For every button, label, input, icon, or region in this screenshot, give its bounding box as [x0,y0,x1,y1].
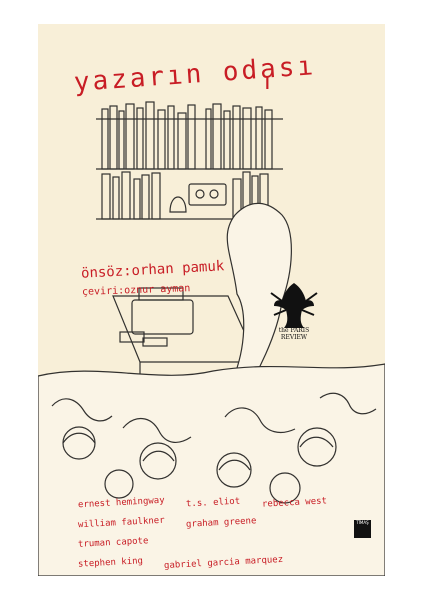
room-illustration [38,101,385,576]
author-name: gabriel garcia marquez [164,554,284,572]
publisher-logo: TİMAŞ [354,520,371,538]
author-name: t.s. eliot [185,496,241,510]
volume-mark: ı [264,67,271,95]
paris-review-text: the PARIS REVIEW [278,327,310,341]
author-name: graham greene [185,516,257,530]
paris-review-logo: the PARIS REVIEW [268,279,320,342]
author-list: ernest hemingway t.s. eliot rebecca west… [78,493,348,573]
author-name: rebecca west [261,496,327,510]
eagle-icon [270,283,318,328]
book-cover: yazarın odası ı önsöz:orhan pamuk çeviri… [38,24,385,576]
author-name: stephen king [77,556,144,570]
